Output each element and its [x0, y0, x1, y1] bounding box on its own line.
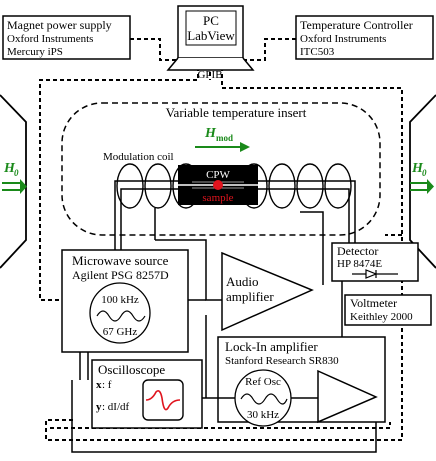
audio-amplifier: Audio amplifier [221, 251, 314, 332]
h0-right-sub: 0 [422, 168, 427, 178]
magnet-line3: Mercury iPS [7, 46, 63, 58]
osc-y-key: y [96, 401, 102, 413]
magnet-line2: Oxford Instruments [7, 33, 93, 45]
magnet-pole-left [0, 94, 27, 269]
mw-line2: Agilent PSG 8257D [72, 268, 169, 282]
cpw-chip: CPW sample [178, 165, 258, 205]
ref-osc-label: Ref Osc [245, 376, 281, 388]
hmod-arrow: H mod [195, 126, 250, 152]
lockin-line2: Stanford Research SR830 [225, 355, 339, 367]
mw-line1: Microwave source [72, 253, 169, 268]
h0-left-sub: 0 [14, 168, 19, 178]
lockin-amplifier: Lock-In amplifier Stanford Research SR83… [217, 336, 386, 427]
temp-line2: Oxford Instruments [300, 33, 386, 45]
vti-label: Variable temperature insert [166, 105, 307, 120]
osc-title: Oscilloscope [98, 362, 165, 377]
h0-right-arrows [410, 179, 434, 194]
sample-dot [213, 180, 223, 190]
voltmeter-line2: Keithley 2000 [350, 311, 413, 323]
ref-osc-freq: 30 kHz [247, 409, 279, 421]
osc-x-val: : f [102, 379, 112, 391]
magnet-pole-right [409, 94, 436, 269]
audio-line1: Audio [226, 274, 259, 289]
hmod-sub: mod [216, 133, 233, 143]
osc-y-val: : dI/df [102, 401, 130, 413]
h0-right-label: H [411, 161, 424, 176]
magnet-power-supply: Magnet power supply Oxford Instruments M… [2, 15, 131, 60]
detector-line1: Detector [337, 244, 378, 258]
h0-left-arrows [2, 179, 27, 194]
cpw-label: CPW [206, 169, 230, 181]
voltmeter-line1: Voltmeter [350, 296, 397, 310]
coax-leads [114, 180, 356, 301]
lockin-line1: Lock-In amplifier [225, 339, 318, 354]
sample-label: sample [202, 192, 233, 204]
coil-label: Modulation coil [103, 151, 174, 163]
microwave-source: Microwave source Agilent PSG 8257D 100 k… [61, 249, 189, 353]
lockin-amp-triangle [317, 369, 378, 424]
hmod-label: H [204, 126, 217, 141]
h0-left-label: H [3, 161, 16, 176]
mw-freq2: 67 GHz [103, 326, 138, 338]
instrument-wiring [71, 299, 377, 453]
oscilloscope: Oscilloscope x : f y : dI/df [91, 359, 203, 429]
temperature-controller: Temperature Controller Oxford Instrument… [295, 15, 434, 60]
detector-line2: HP 8474E [337, 258, 382, 270]
pc-line1: PC [203, 13, 219, 28]
osc-x-key: x [96, 379, 102, 391]
pc-line2: LabView [187, 28, 235, 43]
mw-freq1: 100 kHz [101, 294, 139, 306]
magnet-line1: Magnet power supply [7, 18, 112, 32]
h0-left: H 0 [2, 161, 27, 194]
modulation-coil [116, 163, 352, 209]
temp-line3: ITC503 [300, 46, 335, 58]
pc-labview: PC LabView [166, 5, 255, 71]
h0-right: H 0 [410, 161, 434, 194]
vti-boundary [61, 102, 381, 236]
detector: Detector HP 8474E [331, 242, 419, 282]
osc-trace [145, 390, 181, 411]
gpib-label: GPIB [197, 69, 222, 81]
voltmeter: Voltmeter Keithley 2000 [344, 294, 432, 326]
temp-line1: Temperature Controller [300, 18, 413, 32]
diode-icon [352, 269, 398, 279]
audio-line2: amplifier [226, 289, 274, 304]
